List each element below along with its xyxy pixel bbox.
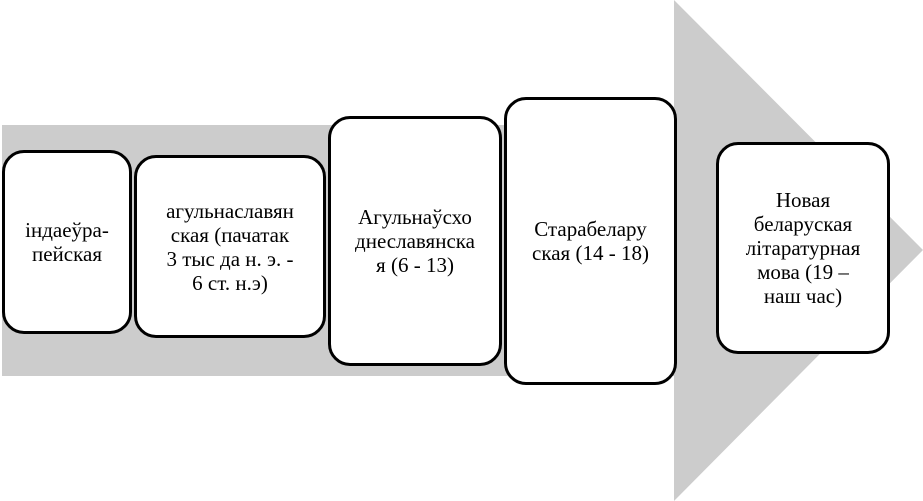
stage-label: Агульнаўсхо днеславянска я (6 - 13)	[355, 205, 475, 277]
stage-label: індаеўра- пейская	[25, 218, 109, 266]
stage-box-modern-belarusian: Новая беларуская літаратурная мова (19 –…	[716, 142, 890, 354]
stage-box-common-slavic: агульнаславян ская (пачатак 3 тыс да н. …	[134, 155, 326, 338]
stage-box-old-belarusian: Старабелару ская (14 - 18)	[504, 97, 677, 385]
stage-box-common-east-slavic: Агульнаўсхо днеславянска я (6 - 13)	[328, 116, 502, 366]
stage-label: агульнаславян ская (пачатак 3 тыс да н. …	[166, 198, 294, 295]
stage-box-indo-european: індаеўра- пейская	[2, 150, 132, 334]
stage-label: Старабелару ская (14 - 18)	[532, 217, 649, 265]
stage-label: Новая беларуская літаратурная мова (19 –…	[745, 188, 861, 308]
